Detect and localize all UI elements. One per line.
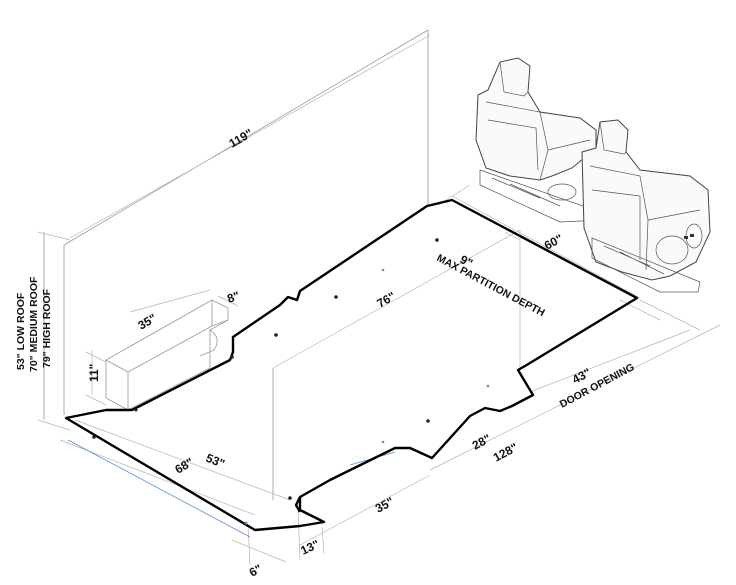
wireframe-lines — [37, 29, 721, 566]
front-seat-left — [475, 57, 603, 223]
dim-rear-width: 53" — [204, 451, 227, 471]
dim-box-height: 11" — [87, 364, 101, 382]
dim-side-length: 128" — [491, 440, 520, 464]
dim-rear-step: 6" — [247, 561, 264, 579]
wheel-well-box — [85, 289, 239, 411]
roof-low-label: 53" LOW ROOF — [15, 292, 27, 370]
dim-box-depth: 8" — [225, 288, 241, 305]
dim-box-length: 35" — [136, 311, 159, 333]
roof-high-label: 79" HIGH ROOF — [41, 288, 53, 368]
dim-partition-depth: 9" — [458, 252, 475, 270]
floor-anchor-points — [92, 238, 490, 525]
front-seat-right — [581, 119, 711, 293]
label-partition-depth: MAX PARTITION DEPTH — [435, 252, 547, 319]
label-door-opening: DOOR OPENING — [558, 361, 637, 410]
dim-length-total: 119" — [227, 126, 256, 151]
dim-width-mid: 76" — [375, 289, 398, 311]
dim-side-rear: 68" — [173, 455, 196, 477]
floor-step-detail — [294, 496, 302, 513]
dim-rear-offset: 13" — [298, 537, 321, 558]
blue-guide-lines — [67, 439, 396, 538]
dim-well-to-door: 28" — [470, 431, 493, 452]
dim-wheel-well-length: 35" — [373, 494, 396, 515]
roof-medium-label: 70" MEDIUM ROOF — [28, 276, 40, 372]
roof-height-labels: 53" LOW ROOF 70" MEDIUM ROOF 79" HIGH RO… — [15, 276, 53, 372]
